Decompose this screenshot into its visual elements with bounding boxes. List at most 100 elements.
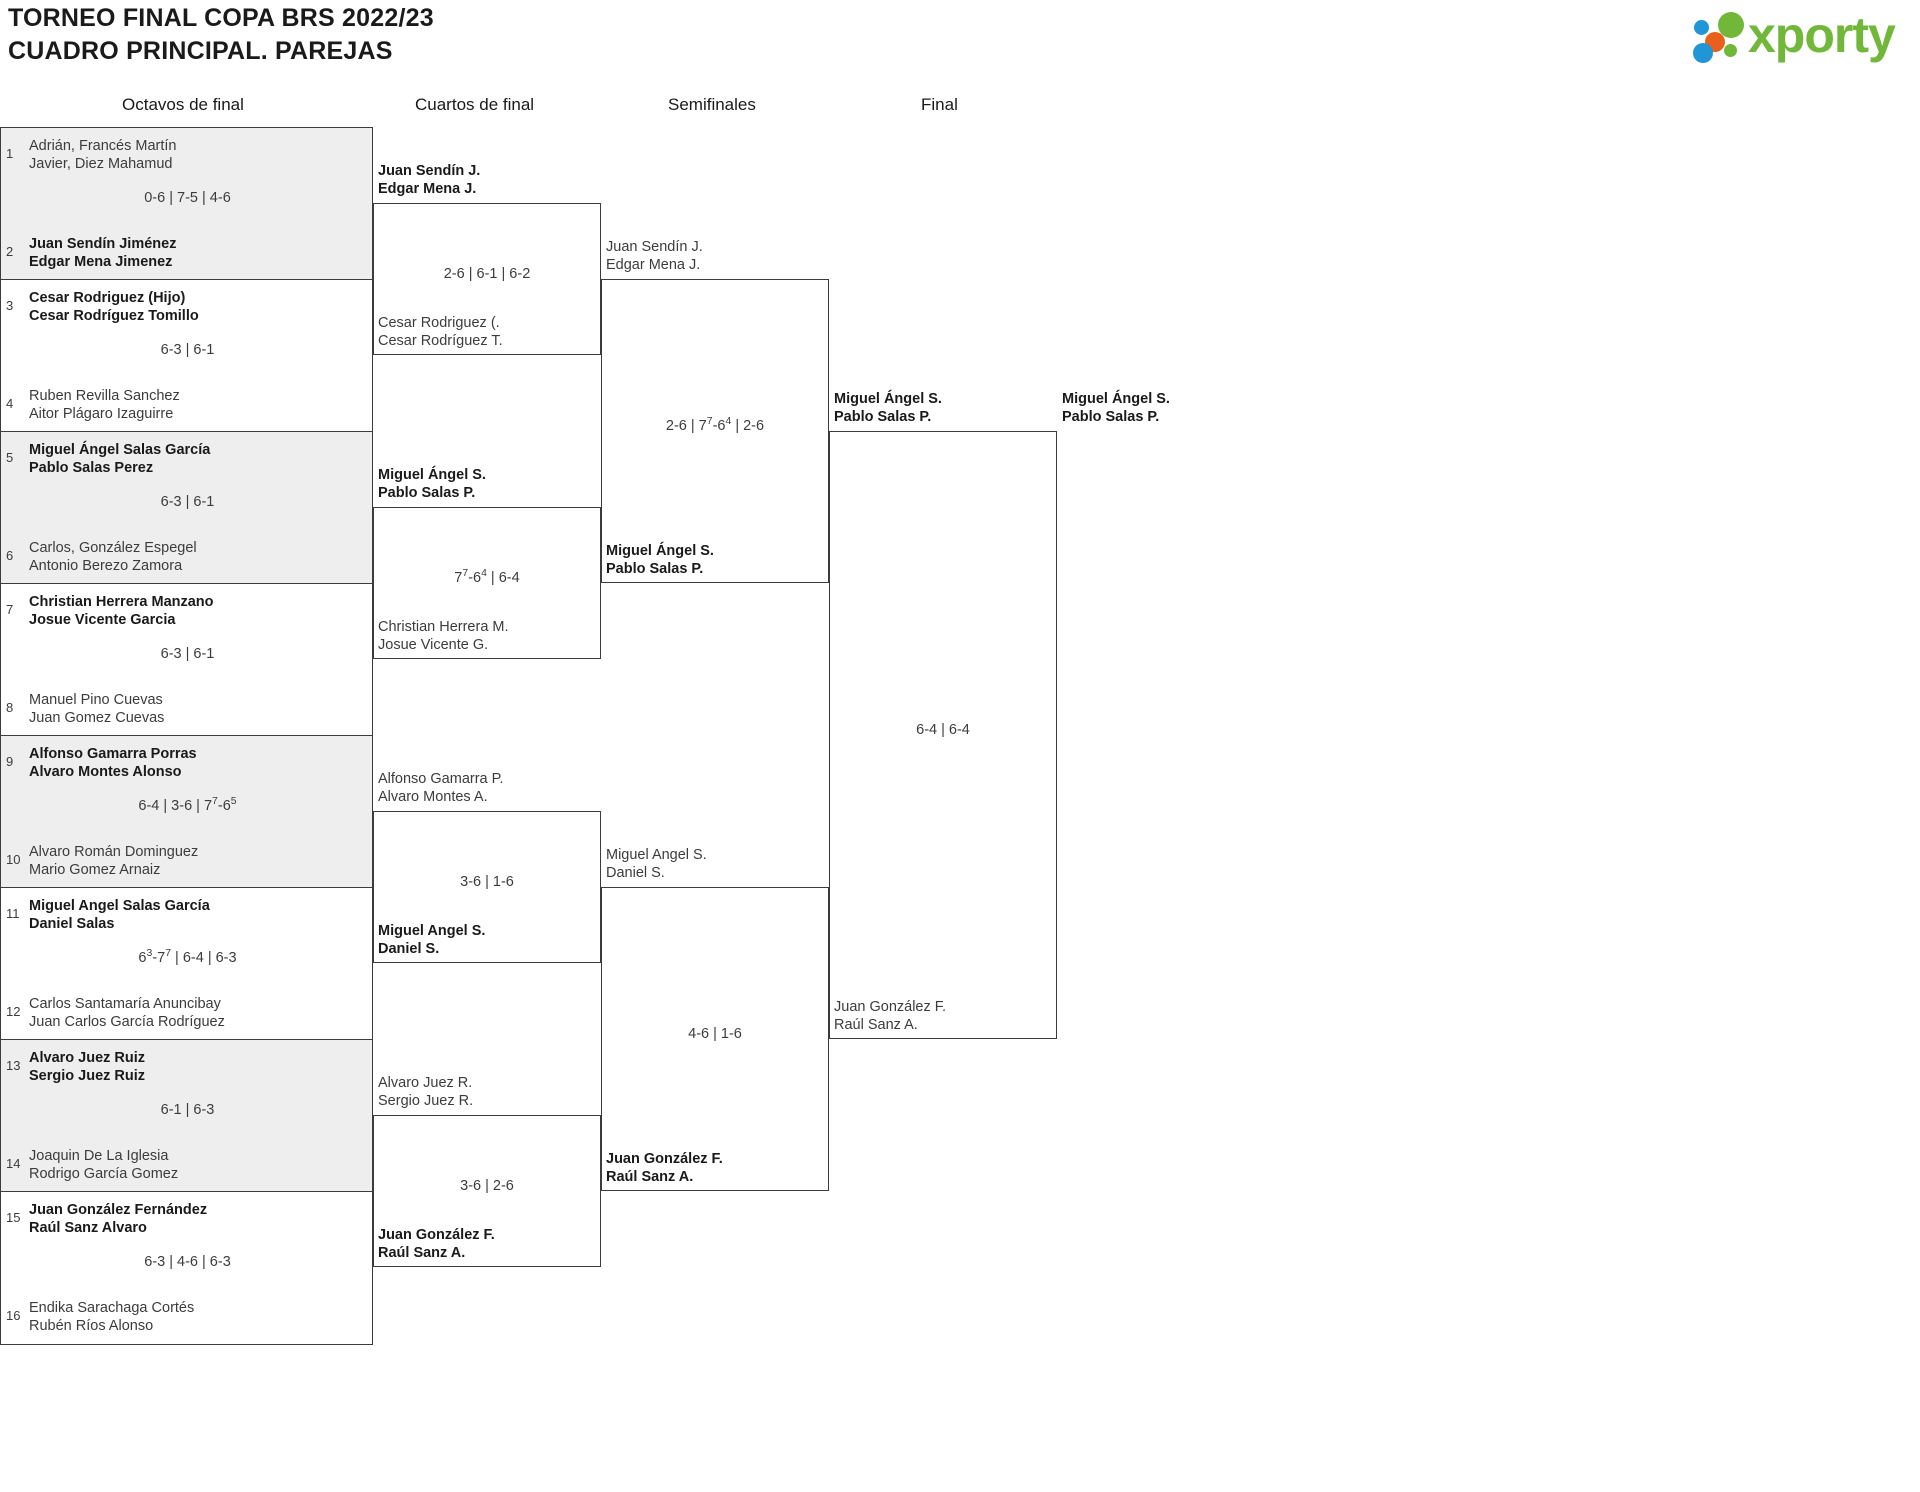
player-name: Alvaro Juez R. (378, 1075, 473, 1091)
player-name: Christian Herrera Manzano (29, 594, 214, 610)
round-2-match[interactable]: 77-64 | 6-4 (373, 507, 601, 659)
player-name: Miguel Angel S. (378, 923, 486, 939)
player-name: Daniel S. (606, 864, 665, 881)
player-name: Alvaro Juez Ruiz (29, 1050, 146, 1066)
player-name: Rubén Ríos Alonso (29, 1317, 154, 1334)
round-2-match[interactable]: 3-6 | 1-6 (373, 811, 601, 963)
player-name: Josue Vicente G. (378, 636, 489, 653)
seed-number: 4 (6, 396, 14, 411)
player-name: Josue Vicente Garcia (29, 611, 176, 628)
logo-dot-green-large-icon (1718, 12, 1744, 38)
match-score: 6-3 | 6-1 (160, 646, 215, 662)
seed-number: 12 (6, 1004, 21, 1019)
seed-number: 9 (6, 754, 14, 769)
match-player-pair: Juan González F.Raúl Sanz A. (606, 1151, 723, 1186)
logo-dot-blue-large-icon (1693, 43, 1713, 63)
seed-number: 14 (6, 1156, 21, 1171)
match-player-pair: Juan González F.Raúl Sanz A. (834, 999, 946, 1034)
player-name: Edgar Mena Jimenez (29, 253, 173, 270)
match-score: 3-6 | 1-6 (460, 874, 514, 890)
player-name: Manuel Pino Cuevas (29, 692, 163, 708)
xporty-logo: xporty (1692, 7, 1910, 64)
player-name: Cesar Rodriguez (. (378, 315, 500, 331)
round-3-match[interactable]: 4-6 | 1-6 (601, 887, 829, 1191)
seed-number: 10 (6, 852, 21, 867)
player-name: Alfonso Gamarra P. (378, 771, 504, 787)
player-name: Adrián, Francés Martín (29, 138, 177, 154)
seed-number: 6 (6, 548, 14, 563)
round-4-match[interactable]: 6-4 | 6-4 (829, 431, 1057, 1039)
player-name: Pablo Salas P. (606, 560, 704, 577)
player-name: Pablo Salas P. (1062, 408, 1160, 425)
player-name: Miguel Ángel S. (378, 467, 486, 483)
seed-number: 8 (6, 700, 14, 715)
player-name: Miguel Ángel S. (834, 391, 942, 407)
player-name: Miguel Ángel S. (1062, 391, 1170, 407)
match-score: 6-1 | 6-3 (160, 1102, 215, 1118)
player-name: Miguel Angel Salas García (29, 898, 210, 914)
match-score: 63-77 | 6-4 | 6-3 (138, 948, 237, 966)
player-name: Pablo Salas P. (834, 408, 932, 425)
player-name: Carlos, González Espegel (29, 540, 197, 556)
match-player-pair: Juan Sendín J.Edgar Mena J. (378, 163, 480, 198)
logo-dot-green-small-icon (1724, 44, 1737, 57)
round-2-match[interactable]: 3-6 | 2-6 (373, 1115, 601, 1267)
seed-number: 3 (6, 298, 14, 313)
player-name: Antonio Berezo Zamora (29, 557, 183, 574)
player-name: Pablo Salas Perez (29, 459, 154, 476)
player-name: Daniel Salas (29, 915, 115, 932)
match-player-pair: Miguel Ángel S.Pablo Salas P. (834, 391, 942, 426)
match-score: 6-3 | 6-1 (160, 342, 215, 358)
match-player-pair: Miguel Angel S.Daniel S. (606, 847, 707, 882)
page-title-line-2: CUADRO PRINCIPAL. PAREJAS (8, 37, 393, 66)
player-name: Raúl Sanz A. (378, 1244, 466, 1261)
player-name: Sergio Juez Ruiz (29, 1067, 146, 1084)
player-name: Aitor Plágaro Izaguirre (29, 405, 174, 422)
round-3-match[interactable]: 2-6 | 77-64 | 2-6 (601, 279, 829, 583)
player-name: Edgar Mena J. (606, 256, 701, 273)
match-player-pair: Alfonso Gamarra P.Alvaro Montes A. (378, 771, 503, 806)
round-2-match[interactable]: 2-6 | 6-1 | 6-2 (373, 203, 601, 355)
logo-dot-blue-small-icon (1694, 20, 1709, 35)
player-name: Juan González Fernández (29, 1202, 208, 1218)
player-name: Juan González F. (606, 1151, 723, 1167)
player-name: Juan González F. (834, 999, 947, 1015)
player-name: Pablo Salas P. (378, 484, 476, 501)
player-name: Cesar Rodriguez (Hijo) (29, 290, 186, 306)
match-score: 6-4 | 6-4 (916, 722, 970, 738)
match-player-pair: Juan Sendín J.Edgar Mena J. (606, 239, 703, 274)
seed-number: 2 (6, 244, 14, 259)
player-name: Alfonso Gamarra Porras (29, 746, 197, 762)
player-name: Carlos Santamaría Anuncibay (29, 996, 221, 1012)
seed-number: 5 (6, 450, 14, 465)
match-score: 4-6 | 1-6 (688, 1026, 742, 1042)
page-title-line-1: TORNEO FINAL COPA BRS 2022/23 (8, 4, 434, 32)
seed-number: 13 (6, 1058, 21, 1073)
match-player-pair: Miguel Ángel S.Pablo Salas P. (378, 467, 486, 502)
match-player-pair: Miguel Ángel S.Pablo Salas P. (606, 543, 714, 578)
player-name: Miguel Ángel Salas García (29, 442, 211, 458)
player-name: Alvaro Montes A. (378, 788, 488, 805)
seed-number: 1 (6, 146, 14, 161)
match-player-pair: Miguel Angel S.Daniel S. (378, 923, 485, 958)
player-name: Juan Sendín J. (606, 239, 703, 255)
match-player-pair: Alvaro Juez R.Sergio Juez R. (378, 1075, 473, 1110)
player-name: Raúl Sanz A. (606, 1168, 694, 1185)
